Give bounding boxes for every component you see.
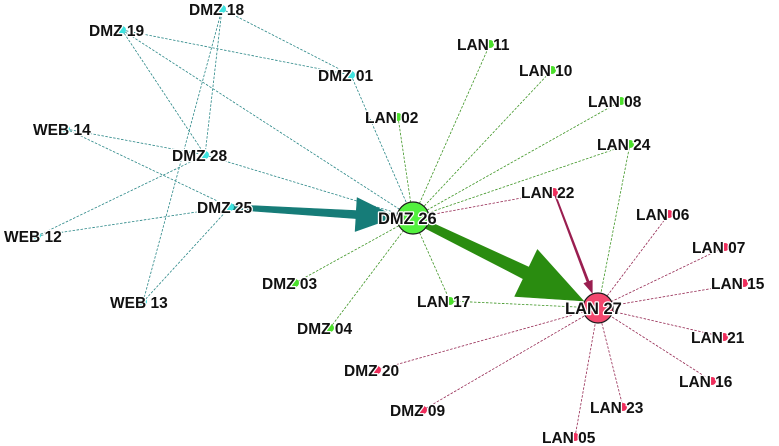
edge-dmz-18-to-web-13 <box>142 8 223 303</box>
edge-lan-17-to-dmz-26 <box>412 217 451 302</box>
node-lan-16[interactable] <box>708 377 716 385</box>
node-label-dmz-19: DMZ 19 <box>89 23 145 40</box>
node-label-web-14: WEB 14 <box>33 122 91 139</box>
node-lan-08[interactable] <box>617 97 625 105</box>
node-dmz-25[interactable] <box>226 203 234 211</box>
nodes-layer <box>33 5 748 441</box>
node-lan-02[interactable] <box>394 113 402 121</box>
edge-web-13-to-dmz-25 <box>142 206 231 303</box>
edge-dmz-20-to-lan-27 <box>376 307 599 371</box>
edge-lan-16-to-lan-27 <box>597 307 713 382</box>
edge-dmz-28-to-dmz-26 <box>204 154 414 219</box>
node-dmz-26[interactable] <box>396 201 430 235</box>
edge-dmz-09-to-lan-27 <box>422 307 599 411</box>
node-dmz-01[interactable] <box>347 71 355 79</box>
edge-lan-11-to-dmz-26 <box>412 43 491 219</box>
edge-lan-23-to-lan-27 <box>597 307 624 408</box>
edge-lan-05-to-lan-27 <box>574 307 599 438</box>
edge-dmz-19-to-dmz-01 <box>121 29 352 76</box>
node-web-12[interactable] <box>33 232 41 240</box>
edge-lan-24-to-dmz-26 <box>412 143 631 219</box>
node-lan-22[interactable] <box>550 188 558 196</box>
edge-lan-02-to-dmz-26 <box>397 116 414 219</box>
node-dmz-20[interactable] <box>373 366 381 374</box>
node-label-lan-06: LAN 06 <box>636 207 690 224</box>
node-dmz-19[interactable] <box>118 26 126 34</box>
node-label-lan-02: LAN 02 <box>365 110 418 127</box>
node-lan-06[interactable] <box>665 210 673 218</box>
node-label-dmz-20: DMZ 20 <box>344 363 399 380</box>
node-label-dmz-28: DMZ 28 <box>172 148 228 165</box>
node-dmz-03[interactable] <box>291 279 299 287</box>
arrows-layer <box>229 191 593 302</box>
node-label-lan-16: LAN 16 <box>679 374 733 391</box>
node-label-dmz-03: DMZ 03 <box>262 276 318 293</box>
edge-dmz-18-to-dmz-28 <box>204 8 223 156</box>
edges-layer <box>36 8 745 438</box>
node-lan-11[interactable] <box>486 40 494 48</box>
node-label-dmz-26: DMZ 26 <box>378 210 437 228</box>
node-label-dmz-18: DMZ 18 <box>189 2 245 19</box>
node-dmz-28[interactable] <box>201 151 209 159</box>
node-label-lan-05: LAN 05 <box>542 430 596 446</box>
arrow-dmz-25-to-dmz-26 <box>229 197 397 232</box>
node-label-web-12: WEB 12 <box>4 229 62 246</box>
edge-lan-07-to-lan-27 <box>597 246 726 309</box>
edge-dmz-18-to-dmz-01 <box>221 8 352 76</box>
edge-lan-06-to-lan-27 <box>597 213 670 309</box>
node-lan-10[interactable] <box>548 66 556 74</box>
node-label-lan-17: LAN 17 <box>417 294 470 311</box>
edge-web-12-to-dmz-25 <box>36 206 231 237</box>
node-dmz-04[interactable] <box>326 324 334 332</box>
node-label-lan-07: LAN 07 <box>692 240 745 257</box>
edge-lan-08-to-dmz-26 <box>412 100 622 219</box>
node-dmz-09[interactable] <box>419 406 427 414</box>
node-label-lan-15: LAN 15 <box>711 276 765 293</box>
edge-web-14-to-dmz-25 <box>65 128 231 208</box>
node-web-13[interactable] <box>139 298 147 306</box>
node-dmz-18[interactable] <box>218 5 226 13</box>
node-lan-24[interactable] <box>626 140 634 148</box>
node-lan-21[interactable] <box>720 333 728 341</box>
edge-lan-17-to-lan-27 <box>449 300 599 309</box>
node-lan-17[interactable] <box>446 297 454 305</box>
edge-dmz-01-to-dmz-26 <box>350 74 414 219</box>
node-label-lan-11: LAN 11 <box>457 37 510 54</box>
node-lan-05[interactable] <box>571 433 579 441</box>
node-label-lan-08: LAN 08 <box>588 94 642 111</box>
edge-dmz-03-to-dmz-26 <box>294 217 414 284</box>
node-label-web-13: WEB 13 <box>110 295 168 312</box>
node-label-lan-22: LAN 22 <box>521 185 574 202</box>
node-label-lan-23: LAN 23 <box>590 400 644 417</box>
edge-dmz-19-to-dmz-26 <box>121 29 414 219</box>
edge-lan-10-to-dmz-26 <box>412 69 553 219</box>
node-label-dmz-25: DMZ 25 <box>197 200 253 217</box>
node-lan-27[interactable] <box>582 292 614 324</box>
node-label-lan-27: LAN 27 <box>565 300 622 318</box>
edge-lan-24-to-lan-27 <box>597 143 631 309</box>
edge-lan-21-to-lan-27 <box>597 307 725 338</box>
edge-dmz-04-to-dmz-26 <box>329 217 414 329</box>
arrow-dmz-26-to-lan-27 <box>425 221 584 302</box>
arrow-lan-22-to-lan-27 <box>553 191 593 294</box>
node-label-dmz-04: DMZ 04 <box>297 321 353 338</box>
edge-dmz-19-to-dmz-28 <box>121 29 206 156</box>
node-lan-07[interactable] <box>721 243 729 251</box>
edge-web-14-to-dmz-28 <box>65 128 206 156</box>
node-label-lan-10: LAN 10 <box>519 63 572 80</box>
node-label-lan-24: LAN 24 <box>597 137 651 154</box>
node-lan-23[interactable] <box>619 403 627 411</box>
edge-dmz-28-to-web-12 <box>36 154 206 237</box>
labels-layer: DMZ 18 DMZ 19 DMZ 01 WEB 14 DMZ 28 DMZ 25 WEB … <box>3 1 766 446</box>
node-label-lan-21: LAN 21 <box>691 330 745 347</box>
node-web-14[interactable] <box>62 125 70 133</box>
node-lan-15[interactable] <box>740 279 748 287</box>
node-label-dmz-09: DMZ 09 <box>390 403 446 420</box>
node-label-dmz-01: DMZ 01 <box>318 68 374 85</box>
edge-lan-15-to-lan-27 <box>597 282 745 309</box>
